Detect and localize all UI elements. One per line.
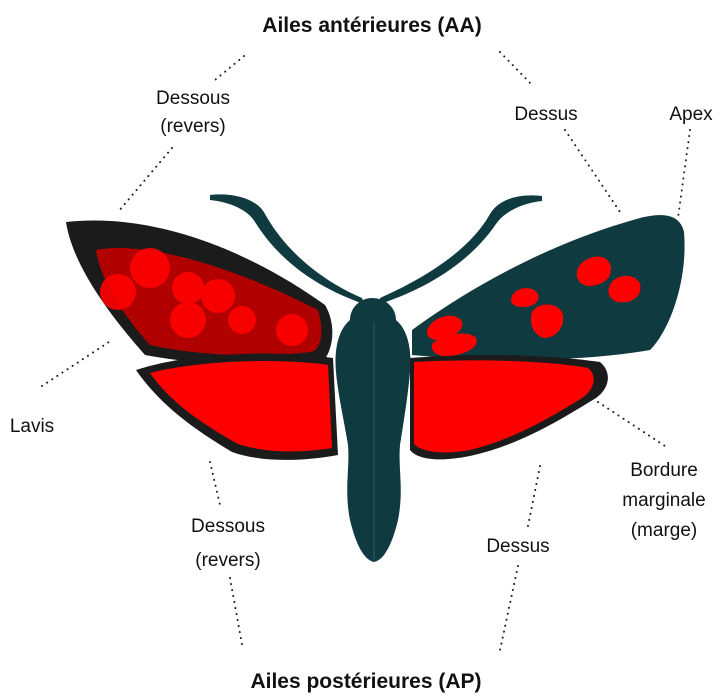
leader-dessus-top [500, 52, 533, 86]
leader-dessus-bottom-wing [528, 466, 540, 526]
left-forewing [66, 221, 332, 366]
moth-body [336, 298, 411, 562]
label-dessous-bottom-line1: Dessous [191, 516, 265, 537]
leader-apex [678, 130, 690, 218]
title-hindwings: Ailes postérieures (AP) [250, 670, 481, 693]
label-dessous-bottom-line2: (revers) [195, 550, 260, 571]
label-bordure-line1: Bordure [630, 460, 698, 481]
leader-dessus-bottom-title [500, 566, 518, 650]
label-dessus-bottom: Dessus [486, 536, 549, 557]
leader-lavis [42, 340, 112, 386]
right-hindwing-red [414, 360, 594, 452]
label-apex: Apex [669, 104, 713, 125]
label-bordure-line3: (marge) [631, 520, 698, 541]
label-lavis: Lavis [10, 416, 54, 437]
right-forewing [412, 215, 685, 360]
leader-dessus-top-wing [565, 130, 620, 212]
label-dessous-top-line2: (revers) [160, 116, 225, 137]
label-dessus-top: Dessus [514, 104, 577, 125]
right-hindwing [410, 355, 608, 459]
title-forewings: Ailes antérieures (AA) [262, 14, 481, 37]
thorax-abdomen [336, 298, 411, 562]
leader-dessous-top-wing [118, 148, 172, 212]
leader-bordure [598, 402, 668, 448]
label-bordure-line2: marginale [622, 490, 705, 511]
leader-dessous-bottom-wing [210, 462, 220, 505]
left-hindwing [136, 354, 338, 460]
leader-dessous-bottom-title [230, 578, 243, 650]
label-dessous-top-line1: Dessous [156, 88, 230, 109]
leader-dessous-top [215, 56, 244, 80]
